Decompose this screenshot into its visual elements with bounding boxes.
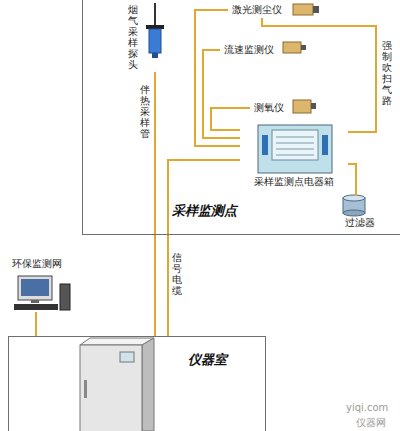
probe-icon [146, 3, 164, 58]
oxygen-meter-icon [293, 100, 316, 113]
pipe-connector [35, 312, 37, 336]
cabinet-icon [80, 338, 154, 431]
pipe-connector [168, 160, 240, 336]
pipe-connector [211, 108, 250, 130]
device-box: 激光测尘仪 [228, 2, 286, 18]
node-label: 采样监测点电器箱 [244, 176, 344, 188]
region-heading: 仪器室 [188, 352, 227, 368]
pipe-connector [154, 72, 156, 336]
watermark: 仪器网 [356, 416, 386, 430]
edge-label: 信号电缆 [172, 252, 182, 296]
probe-label-box: 烟气采样探头 [124, 2, 164, 72]
pipe-connector [262, 18, 376, 132]
laser-dust-meter-icon [293, 4, 319, 15]
region-panel: 采样监测点 烟气采样探头 激光测尘仪流速监测仪测氧仪采样监测点电器箱过滤器 [82, 0, 400, 235]
pipe-connector [203, 50, 240, 138]
electrical-box: 采样监测点电器箱 [240, 122, 348, 194]
edge-label: 伴热采样管 [140, 84, 150, 139]
node-label: 过滤器 [340, 217, 380, 229]
computer-box: 环保监测网 [8, 256, 80, 312]
computer-icon [14, 276, 70, 310]
node-label: 烟气采样探头 [128, 4, 138, 70]
electrical-box-icon [258, 125, 332, 173]
room-panel: 仪器室 [8, 336, 266, 431]
filter-icon [343, 195, 365, 216]
node-label: 激光测尘仪 [232, 4, 282, 16]
flow-meter-icon [283, 42, 306, 53]
device-box: 流速监测仪 [220, 42, 278, 58]
region-heading: 采样监测点 [172, 203, 237, 219]
edge-label: 强制吹扫气路 [382, 40, 392, 106]
filter-box: 过滤器 [336, 196, 384, 234]
node-label: 测氧仪 [254, 102, 284, 114]
node-label: 流速监测仪 [224, 44, 274, 56]
node-label: 环保监测网 [12, 258, 76, 270]
pipe-connector [348, 164, 356, 196]
pipe-connector [195, 10, 240, 146]
device-box: 测氧仪 [250, 100, 288, 116]
watermark: yiqi.com [346, 402, 388, 413]
